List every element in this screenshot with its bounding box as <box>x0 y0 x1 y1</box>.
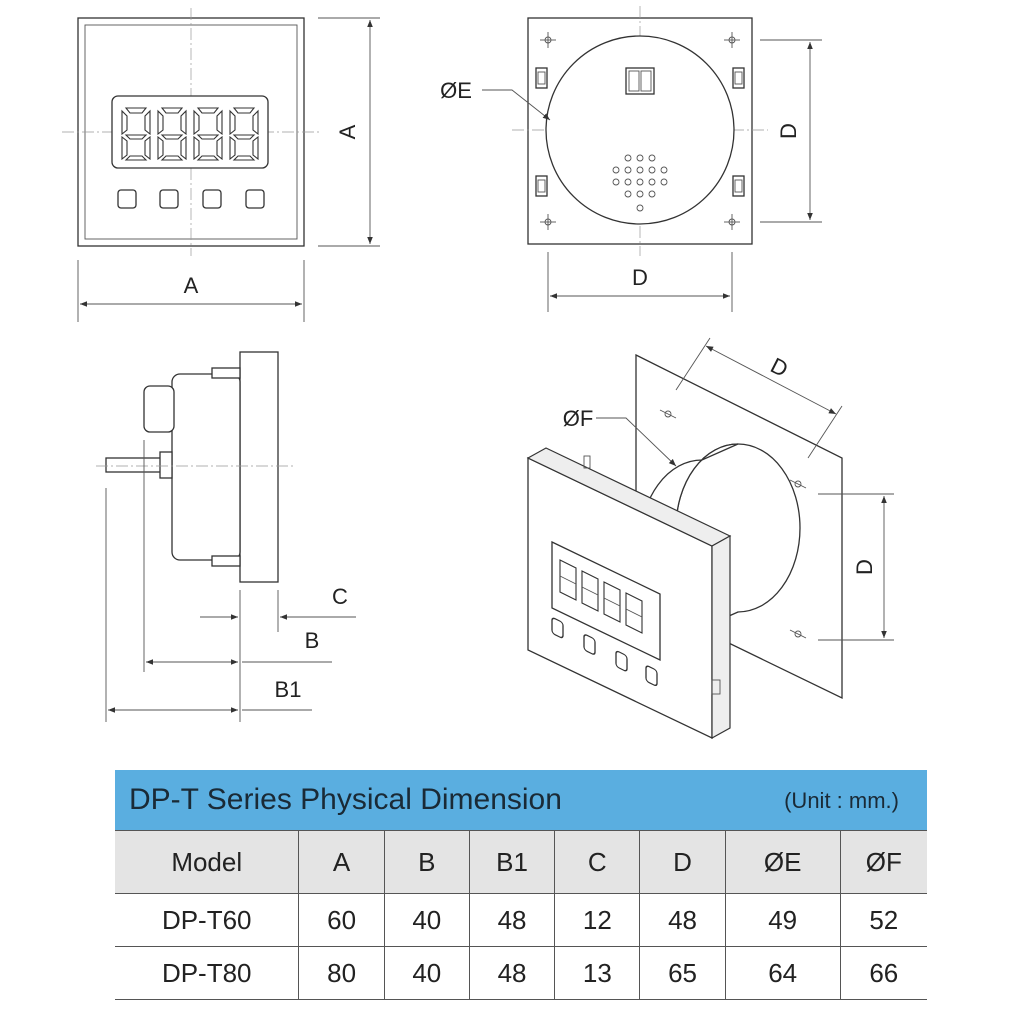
technical-drawing: A A <box>62 6 894 740</box>
cell-c: 12 <box>554 893 641 947</box>
cell-b: 40 <box>384 946 470 1000</box>
front-view: A A <box>62 8 380 322</box>
button-4 <box>245 189 265 209</box>
table-unit: (Unit : mm.) <box>784 788 899 813</box>
table-title: DP-T Series Physical Dimension <box>129 783 562 816</box>
display-window <box>111 95 269 169</box>
dimension-d-vertical: D <box>776 123 801 139</box>
dimension-phi-e: ØE <box>440 78 472 103</box>
seven-segment-display <box>121 107 259 161</box>
dimension-d-diagonal: D <box>767 353 793 382</box>
table-header-row: Model A B B1 C D ØE ØF <box>115 830 927 894</box>
header-phi-e: ØE <box>725 830 841 894</box>
vent-holes <box>612 154 668 212</box>
table-title-row: DP-T Series Physical Dimension (Unit : m… <box>115 770 927 831</box>
dimension-b: B <box>305 628 320 653</box>
cell-c: 13 <box>554 946 641 1000</box>
button-3 <box>202 189 222 209</box>
header-b1: B1 <box>469 830 556 894</box>
terminal-side <box>143 385 175 433</box>
dimension-table: DP-T Series Physical Dimension (Unit : m… <box>115 770 927 1000</box>
front-bezel-side <box>239 351 279 583</box>
isometric-view: ØF D D <box>526 337 894 740</box>
dimension-d-horizontal: D <box>632 265 648 290</box>
cell-phi-f: 52 <box>840 893 927 947</box>
cell-a: 60 <box>298 893 385 947</box>
cell-phi-e: 49 <box>725 893 841 947</box>
cell-b: 40 <box>384 893 470 947</box>
cell-b1: 48 <box>469 893 556 947</box>
cell-model: DP-T60 <box>115 893 300 947</box>
cell-phi-f: 66 <box>840 946 927 1000</box>
button-1 <box>117 189 137 209</box>
table-row: DP-T80 80 40 48 13 65 64 66 <box>115 946 927 1000</box>
header-c: C <box>554 830 641 894</box>
table-row: DP-T60 60 40 48 12 48 49 52 <box>115 893 927 947</box>
circular-body <box>545 35 735 225</box>
dimension-d-iso-vertical: D <box>852 559 877 575</box>
cell-a: 80 <box>298 946 385 1000</box>
cell-d: 65 <box>639 946 726 1000</box>
header-d: D <box>639 830 726 894</box>
iso-seven-segment-display <box>559 559 643 634</box>
dimension-a-vertical: A <box>335 124 360 139</box>
terminal-block <box>625 67 655 95</box>
housing-side <box>171 373 241 561</box>
cell-d: 48 <box>639 893 726 947</box>
dimension-a-horizontal: A <box>184 273 199 298</box>
cell-phi-e: 64 <box>725 946 841 1000</box>
cell-b1: 48 <box>469 946 556 1000</box>
back-view: ØE D D <box>440 6 822 312</box>
dimension-phi-f: ØF <box>563 406 594 431</box>
header-phi-f: ØF <box>840 830 927 894</box>
stud-side <box>105 457 165 473</box>
dimension-c: C <box>332 584 348 609</box>
dimension-b1: B1 <box>275 677 302 702</box>
cell-model: DP-T80 <box>115 946 300 1000</box>
header-a: A <box>298 830 385 894</box>
header-model: Model <box>115 830 300 894</box>
button-2 <box>159 189 179 209</box>
side-view: C B B1 <box>96 351 356 722</box>
header-b: B <box>384 830 470 894</box>
